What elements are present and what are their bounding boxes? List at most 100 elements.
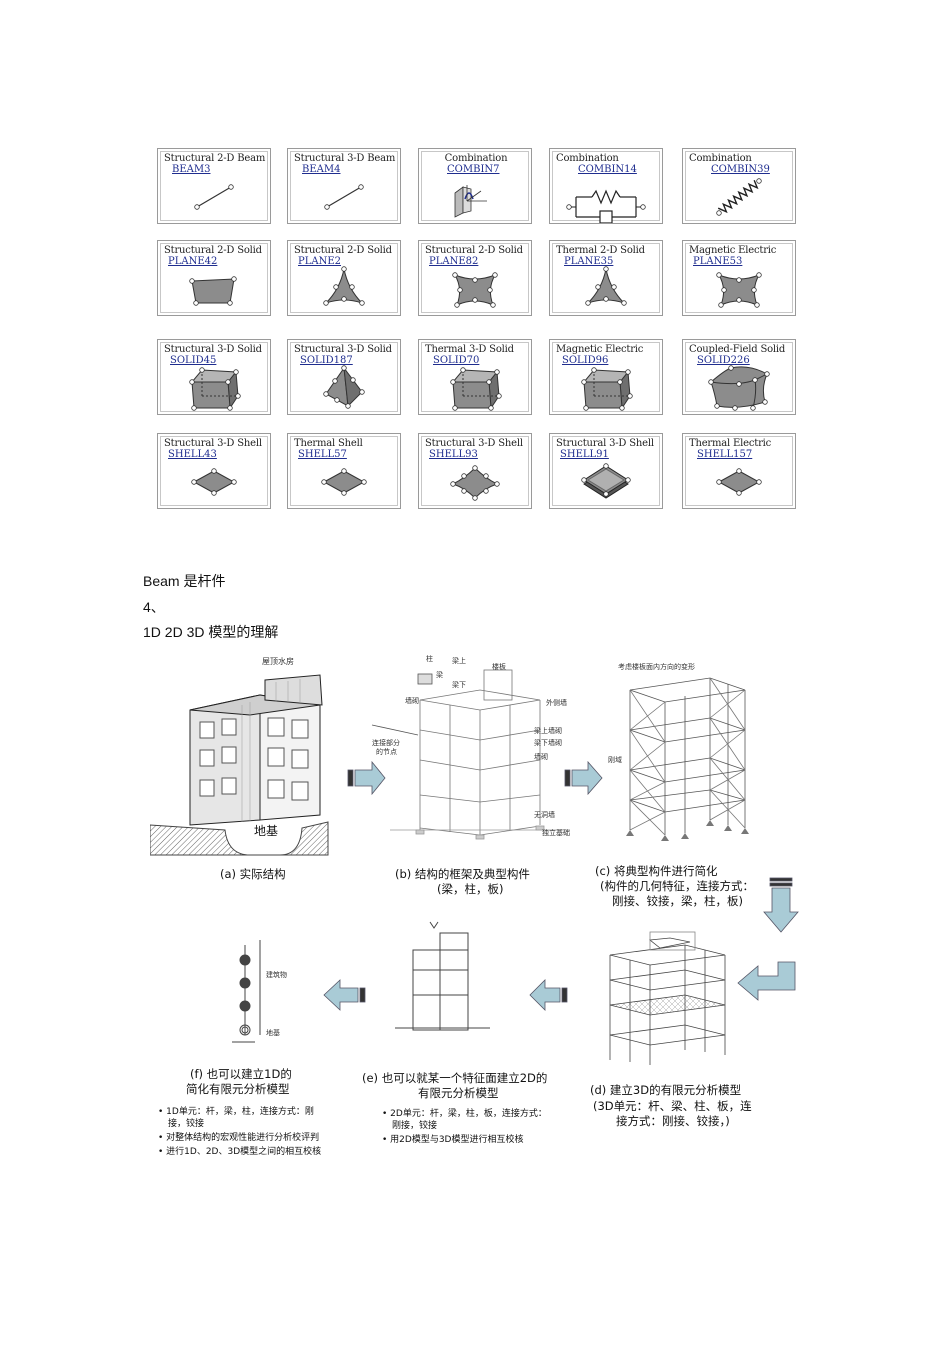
label-beam-wall-up: 梁上墙砌 bbox=[534, 727, 562, 735]
element-title: Structural 3-D Shell bbox=[164, 438, 262, 449]
caption-c-line2: (构件的几何特征，连接方式： bbox=[600, 879, 754, 893]
label-building: 建筑物 bbox=[266, 971, 287, 979]
element-link-beam3[interactable]: BEAM3 bbox=[172, 164, 211, 175]
element-title: Combination bbox=[689, 153, 752, 164]
e-note-2: 刚接，铰接 bbox=[392, 1121, 438, 1131]
element-title: Combination bbox=[444, 153, 508, 164]
element-link-shell91[interactable]: SHELL91 bbox=[560, 449, 609, 460]
caption-d-line3: 接方式：刚接、铰接，) bbox=[616, 1114, 730, 1128]
element-link-combin14[interactable]: COMBIN14 bbox=[578, 164, 637, 175]
element-link-shell43[interactable]: SHELL43 bbox=[168, 449, 217, 460]
caption-d-line2: (3D单元：杆、梁、柱、板，连 bbox=[593, 1099, 752, 1113]
element-link-combin7[interactable]: COMBIN7 bbox=[447, 164, 500, 175]
label-slab: 楼板 bbox=[492, 663, 506, 671]
spring-damper-icon bbox=[566, 189, 646, 223]
element-link-beam4[interactable]: BEAM4 bbox=[302, 164, 341, 175]
label-beam-bottom: 梁下 bbox=[452, 681, 466, 689]
beam-definition-text: Beam 是杆件 bbox=[143, 573, 226, 589]
label-beam-wall-down: 梁下墙砌 bbox=[534, 739, 562, 747]
element-link-solid70[interactable]: SOLID70 bbox=[433, 355, 480, 366]
arrow-e-to-f bbox=[323, 979, 366, 1011]
label-ground: 地基 bbox=[266, 1029, 280, 1037]
element-link-shell157[interactable]: SHELL157 bbox=[697, 449, 753, 460]
element-link-combin39[interactable]: COMBIN39 bbox=[711, 164, 770, 175]
caption-d-line1: (d) 建立3D的有限元分析模型 bbox=[590, 1083, 742, 1097]
label-foundation: 独立基础 bbox=[542, 829, 570, 837]
f-note-4: • 进行1D、2D、3D模型之间的相互校核 bbox=[158, 1147, 322, 1157]
e-note-3: • 用2D模型与3D模型进行相互校核 bbox=[382, 1135, 524, 1145]
label-outer-wall: 外侧墙 bbox=[546, 699, 567, 707]
element-link-solid187[interactable]: SOLID187 bbox=[300, 355, 353, 366]
nonlinear-spring-icon bbox=[716, 178, 762, 216]
element-link-solid45[interactable]: SOLID45 bbox=[170, 355, 217, 366]
3d-fem-model-sketch bbox=[609, 931, 726, 1065]
element-link-plane42[interactable]: PLANE42 bbox=[168, 256, 218, 267]
caption-a: (a) 实际结构 bbox=[220, 867, 286, 881]
triangle-icon bbox=[323, 266, 365, 306]
element-link-plane53[interactable]: PLANE53 bbox=[693, 256, 743, 267]
element-title: Thermal 2-D Solid bbox=[556, 245, 645, 256]
curved-brick-icon bbox=[708, 365, 770, 411]
section-number: 4、 bbox=[143, 599, 165, 615]
caption-e-line2: 有限元分析模型 bbox=[418, 1086, 499, 1100]
modeling-process-figure: 屋顶水房 地基 (a) 实际结构 柱 梁 梁上 梁下 墙砌 楼板 连接部分 的节… bbox=[149, 650, 810, 1170]
element-title: Combination bbox=[556, 153, 619, 164]
e-note-1: • 2D单元：杆，梁，柱，板，连接方式： bbox=[382, 1109, 547, 1119]
element-link-shell93[interactable]: SHELL93 bbox=[429, 449, 478, 460]
element-title: Structural 3-D Shell bbox=[425, 438, 523, 449]
element-link-plane35[interactable]: PLANE35 bbox=[564, 256, 614, 267]
curved-quad-icon bbox=[452, 272, 498, 308]
actual-building-sketch bbox=[149, 674, 329, 856]
f-note-1: • 1D单元：杆，梁，柱，连接方式：刚 bbox=[158, 1107, 314, 1117]
figure-drawing bbox=[149, 669, 799, 1065]
arrow-d-to-e bbox=[529, 979, 568, 1011]
f-note-3: • 对整体结构的宏观性能进行分析校评判 bbox=[158, 1133, 320, 1143]
element-title: Structural 3-D Solid bbox=[294, 344, 392, 355]
label-beam: 梁 bbox=[436, 671, 443, 679]
element-link-plane2[interactable]: PLANE2 bbox=[298, 256, 342, 267]
beam-icon bbox=[194, 184, 234, 210]
layered-shell-icon bbox=[581, 463, 631, 499]
caption-e-line1: (e) 也可以就某一个特征面建立2D的 bbox=[362, 1071, 548, 1085]
label-rigid-zone: 刚域 bbox=[608, 756, 622, 764]
caption-f-line1: (f) 也可以建立1D的 bbox=[190, 1067, 292, 1081]
2d-frame-model-sketch bbox=[395, 921, 490, 1031]
frame-and-members-sketch bbox=[371, 669, 570, 840]
diamond-shell-icon bbox=[716, 468, 762, 496]
diamond-shell-icon bbox=[321, 468, 367, 496]
quad-icon bbox=[189, 276, 237, 306]
element-link-solid96[interactable]: SOLID96 bbox=[562, 355, 609, 366]
roof-label: 屋顶水房 bbox=[262, 657, 294, 666]
tetrahedron-icon bbox=[323, 365, 365, 409]
beam-icon bbox=[324, 184, 364, 210]
caption-c-line3: 刚接、铰接，梁，柱，板) bbox=[612, 894, 743, 908]
simplified-frame-sketch bbox=[626, 677, 749, 841]
element-title: Structural 2-D Solid bbox=[425, 245, 523, 256]
element-link-solid226[interactable]: SOLID226 bbox=[697, 355, 750, 366]
label-beam-top: 梁上 bbox=[452, 657, 466, 665]
element-title: Thermal Shell bbox=[294, 438, 363, 449]
caption-b-line1: (b) 结构的框架及典型构件 bbox=[395, 867, 530, 881]
brick-icon bbox=[189, 367, 241, 411]
1d-stick-model-sketch bbox=[232, 940, 261, 1043]
element-title: Structural 2-D Solid bbox=[164, 245, 262, 256]
element-link-plane82[interactable]: PLANE82 bbox=[429, 256, 479, 267]
element-link-shell57[interactable]: SHELL57 bbox=[298, 449, 347, 460]
element-title: Magnetic Electric bbox=[689, 245, 777, 256]
